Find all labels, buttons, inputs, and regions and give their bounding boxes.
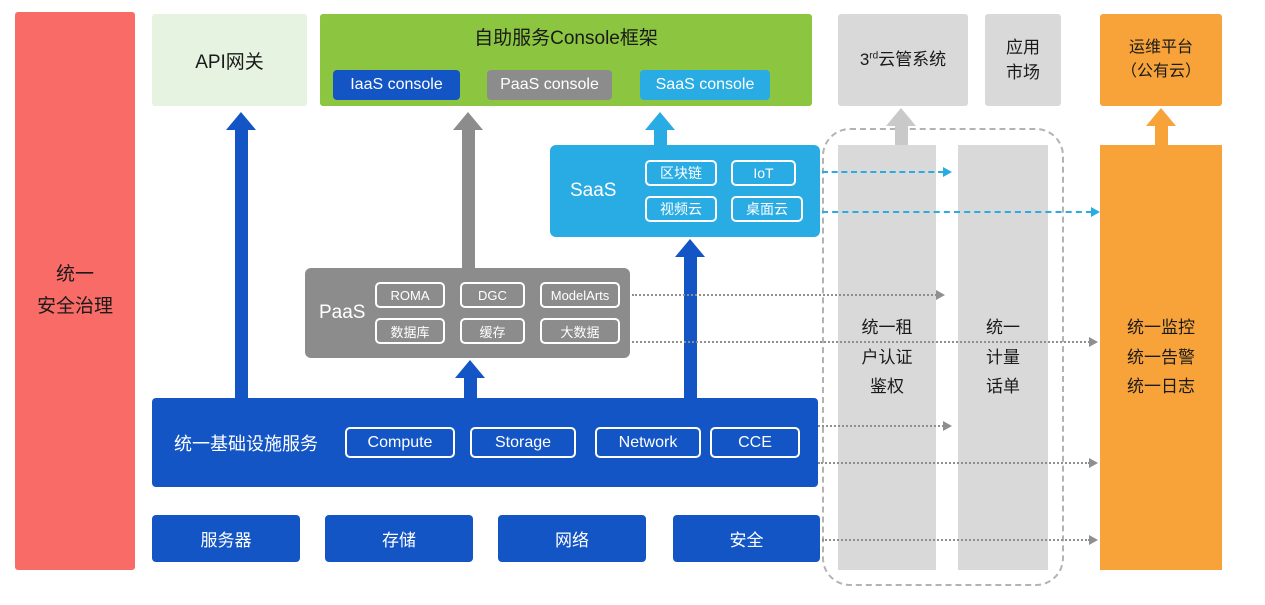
paas-item-label: 大数据: [560, 324, 600, 340]
app-market-label: 应用 市场: [1006, 37, 1040, 83]
infra-item-label: Compute: [367, 433, 433, 451]
resource-box-network: 网络: [498, 515, 646, 562]
paas-item-label: DGC: [478, 287, 507, 303]
paas-item-dgc: DGC: [460, 282, 525, 308]
connector-saas-to-auth: [822, 167, 952, 177]
arrow-infra-to-saas: [675, 239, 705, 398]
saas-item-iot: IoT: [731, 160, 796, 186]
connector-infra-to-auth: [818, 421, 952, 431]
paas-item-label: 缓存: [479, 324, 506, 340]
resource-box-storage: 存储: [325, 515, 473, 562]
paas-item-bigdata: 大数据: [540, 318, 620, 344]
paas-item-roma: ROMA: [375, 282, 445, 308]
arrow-to-om-platform: [1146, 108, 1176, 145]
monitoring-bar: 统一监控 统一告警 统一日志: [1100, 145, 1222, 570]
paas-console-label: PaaS console: [500, 76, 599, 93]
arrow-paas-to-console: [453, 112, 483, 268]
third-party-cloud-box: 3rd云管系统: [838, 14, 968, 106]
connector-paas-to-auth: [632, 290, 945, 300]
console-framework-box: 自助服务Console框架 IaaS console PaaS console …: [320, 14, 812, 106]
infra-item-label: Storage: [494, 433, 552, 451]
saas-item-label: 区块链: [660, 165, 702, 181]
security-governance-panel: 统一 安全治理: [15, 12, 135, 570]
saas-panel: SaaS 区块链 IoT 视频云 桌面云: [550, 145, 820, 237]
resource-label: 安全: [729, 531, 764, 550]
iaas-console-label: IaaS console: [350, 76, 443, 93]
resource-box-security: 安全: [673, 515, 820, 562]
paas-item-label: ModelArts: [550, 287, 610, 303]
infra-item-label: CCE: [738, 433, 772, 451]
paas-panel: PaaS ROMA DGC ModelArts 数据库 缓存 大数据: [305, 268, 630, 358]
paas-item-label: 数据库: [390, 324, 430, 340]
auth-bar: 统一租 户认证 鉴权: [838, 145, 936, 570]
paas-console-button: PaaS console: [487, 70, 612, 100]
infra-item-storage: Storage: [470, 427, 576, 458]
paas-item-cache: 缓存: [460, 318, 525, 344]
metering-bar-label: 统一 计量 话单: [986, 317, 1020, 397]
arrow-saas-to-console: [645, 112, 675, 145]
third-party-cloud-label: 3rd云管系统: [860, 47, 946, 73]
saas-item-blockchain: 区块链: [645, 160, 717, 186]
resource-box-server: 服务器: [152, 515, 300, 562]
metering-bar: 统一 计量 话单: [958, 145, 1048, 570]
monitoring-bar-label: 统一监控 统一告警 统一日志: [1127, 317, 1195, 397]
infra-item-cce: CCE: [710, 427, 800, 458]
om-platform-label: 运维平台 （公有云）: [1120, 39, 1201, 80]
security-governance-label: 统一 安全治理: [36, 263, 113, 317]
infra-item-compute: Compute: [345, 427, 455, 458]
app-market-box: 应用 市场: [985, 14, 1061, 106]
paas-item-modelarts: ModelArts: [540, 282, 620, 308]
om-platform-box: 运维平台 （公有云）: [1100, 14, 1222, 106]
paas-label: PaaS: [319, 302, 366, 323]
saas-item-desktop-cloud: 桌面云: [731, 196, 803, 222]
saas-console-button: SaaS console: [640, 70, 770, 100]
api-gateway-label: API网关: [195, 51, 264, 73]
paas-item-database: 数据库: [375, 318, 445, 344]
infrastructure-panel: 统一基础设施服务 Compute Storage Network CCE: [152, 398, 818, 487]
infrastructure-label: 统一基础设施服务: [174, 433, 318, 454]
saas-item-video-cloud: 视频云: [645, 196, 717, 222]
saas-item-label: 桌面云: [746, 201, 788, 217]
third-party-prefix: 3: [859, 50, 870, 70]
third-party-suffix: 云管系统: [878, 50, 947, 70]
iaas-console-button: IaaS console: [333, 70, 460, 100]
connector-paas-to-monitoring: [632, 337, 1098, 347]
arrow-infra-to-api-gateway: [226, 112, 256, 398]
infra-item-network: Network: [595, 427, 701, 458]
paas-item-label: ROMA: [390, 287, 430, 303]
connector-saas-to-monitoring: [822, 207, 1100, 217]
connector-security-to-monitoring: [822, 535, 1098, 545]
saas-item-label: 视频云: [660, 201, 702, 217]
saas-item-label: IoT: [753, 165, 774, 181]
api-gateway-box: API网关: [152, 14, 307, 106]
connector-infra-to-monitoring: [818, 458, 1098, 468]
arrow-to-third-party-cloud: [886, 108, 916, 145]
auth-bar-label: 统一租 户认证 鉴权: [861, 317, 913, 397]
console-framework-title: 自助服务Console框架: [474, 28, 658, 49]
infra-item-label: Network: [618, 433, 678, 451]
saas-console-label: SaaS console: [655, 76, 755, 93]
resource-label: 存储: [382, 531, 416, 550]
resource-label: 网络: [555, 531, 589, 550]
resource-label: 服务器: [200, 531, 252, 550]
third-party-sup: rd: [869, 50, 879, 62]
saas-label: SaaS: [570, 180, 617, 201]
dashed-boundary: [822, 128, 1064, 586]
arrow-infra-to-paas: [455, 360, 485, 398]
